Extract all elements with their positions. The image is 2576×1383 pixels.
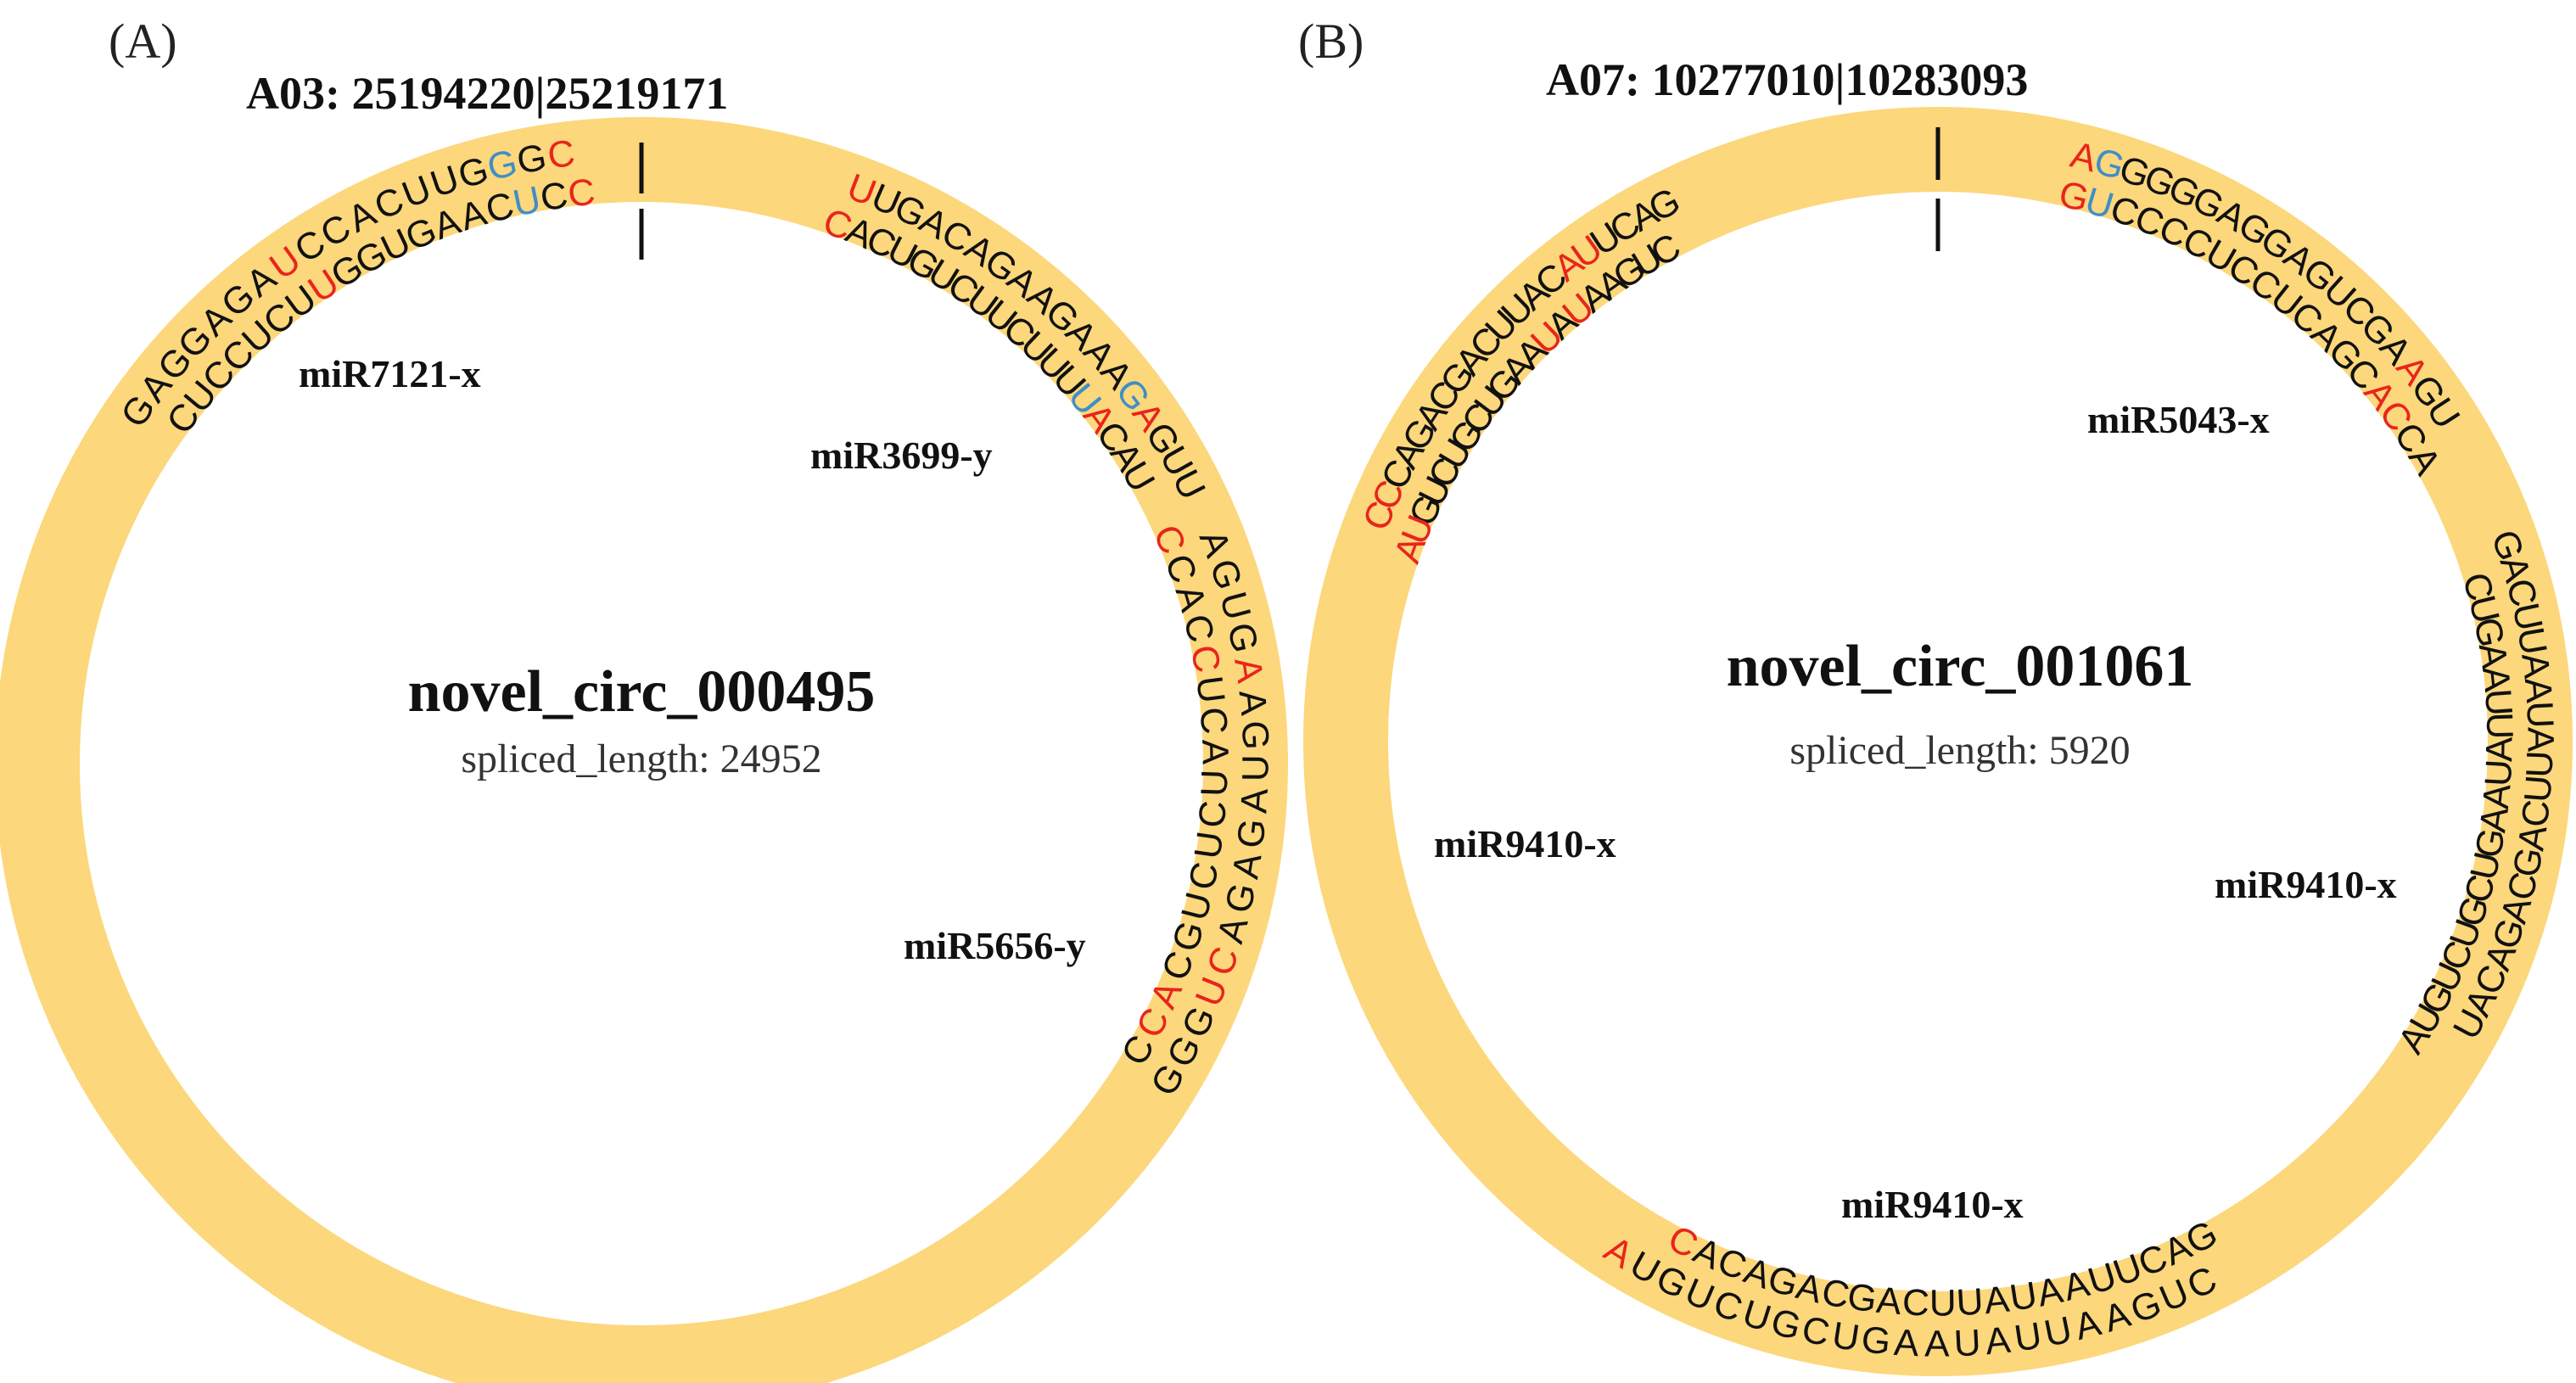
nucleotide-b6-9: U xyxy=(1955,1281,1985,1324)
nucleotide-b3-10: U xyxy=(2517,774,2560,804)
nucleotide-b3-6: A xyxy=(2517,676,2560,705)
nucleotide-b4-9: A xyxy=(2475,781,2519,811)
nucleotide-a5-6: C xyxy=(1191,706,1235,736)
nucleotide-b6-7: U xyxy=(2007,1274,2040,1319)
nucleotide-b5-9: A xyxy=(1924,1323,1950,1364)
nucleotide-a6-9: G xyxy=(1229,817,1274,851)
nucleotide-b5-12: U xyxy=(1829,1314,1862,1359)
mirna-label-a-2: miR3699-y xyxy=(810,434,993,477)
panel-b: (B) A07: 10277010|10283093 AGGGGGAGGAGUC… xyxy=(1298,14,2573,1376)
nucleotide-b6-13: G xyxy=(1845,1275,1879,1320)
nucleotide-b3-5: A xyxy=(2513,651,2557,681)
spliced-length-b: spliced_length: 5920 xyxy=(1789,728,2130,773)
mirna-label-a-1: miR7121-x xyxy=(299,352,481,395)
circ-name-b: novel_circ_001061 xyxy=(1727,634,2194,699)
nucleotide-a5-5: U xyxy=(1188,674,1233,706)
nucleotide-b4-4: A xyxy=(2474,664,2518,694)
nucleotide-b3-7: U xyxy=(2518,700,2561,729)
nucleotide-a5-7: A xyxy=(1194,739,1236,765)
nucleotide-a6-8: A xyxy=(1233,787,1276,815)
nucleotide-b6-10: U xyxy=(1929,1282,1957,1324)
mirna-label-b-4: miR9410-x xyxy=(1841,1183,2024,1226)
mirna-label-b-3: miR9410-x xyxy=(2215,863,2397,906)
nucleotide-b5-6: U xyxy=(2012,1314,2045,1359)
sequence-layer-a: GAGGAGAUCCACUUGGGCCUCCUCUUGGUGAACUCCCACU… xyxy=(113,132,1277,1103)
nucleotide-b6-8: A xyxy=(1982,1278,2012,1322)
panel-a-locus: A03: 25194220|25219171 xyxy=(246,68,728,119)
nucleotide-a6-6: G xyxy=(1234,719,1277,750)
nucleotide-b4-6: U xyxy=(2478,712,2521,740)
spliced-length-a: spliced_length: 24952 xyxy=(461,736,821,781)
nucleotide-a5-8: U xyxy=(1194,769,1236,797)
panel-a-label: (A) xyxy=(109,14,177,69)
nucleotide-b5-10: A xyxy=(1893,1322,1921,1365)
sequence-layer-b: AGGGGGAGGAGUCGAAGUGUCCCCUCCUCAGCACCAGACU… xyxy=(1355,134,2562,1365)
nucleotide-b3-11: C xyxy=(2514,798,2558,829)
nucleotide-b5-7: A xyxy=(1983,1319,2013,1363)
nucleotide-b4-7: A xyxy=(2478,736,2520,763)
nucleotide-b6-12: A xyxy=(1875,1279,1904,1323)
nucleotide-a1-17: C xyxy=(546,132,578,177)
panel-a: (A) A03: 25194220|25219171 GAGGAGAUCCACU… xyxy=(0,14,1288,1383)
nucleotide-a5-9: C xyxy=(1191,799,1235,830)
nucleotide-a2-16: C xyxy=(538,174,571,219)
nucleotide-b4-5: U xyxy=(2477,687,2520,717)
panel-b-label: (B) xyxy=(1298,14,1364,69)
nucleotide-a6-5: A xyxy=(1231,688,1275,718)
mirna-label-a-3: miR5656-y xyxy=(904,924,1086,967)
nucleotide-a2-17: C xyxy=(566,171,597,216)
nucleotide-b3-8: A xyxy=(2519,727,2561,753)
circ-name-a: novel_circ_000495 xyxy=(408,659,876,725)
nucleotide-b3-9: U xyxy=(2518,750,2561,779)
nucleotide-b5-8: U xyxy=(1953,1322,1982,1364)
nucleotide-b5-11: G xyxy=(1859,1319,1892,1363)
mirna-label-b-2: miR9410-x xyxy=(1434,822,1616,865)
nucleotide-a6-7: U xyxy=(1235,754,1276,781)
panel-b-locus: A07: 10277010|10283093 xyxy=(1546,54,2028,105)
nucleotide-b6-11: C xyxy=(1901,1281,1930,1324)
nucleotide-a5-10: U xyxy=(1187,829,1232,861)
nucleotide-b4-8: U xyxy=(2478,759,2521,787)
mirna-label-b-1: miR5043-x xyxy=(2087,398,2270,441)
